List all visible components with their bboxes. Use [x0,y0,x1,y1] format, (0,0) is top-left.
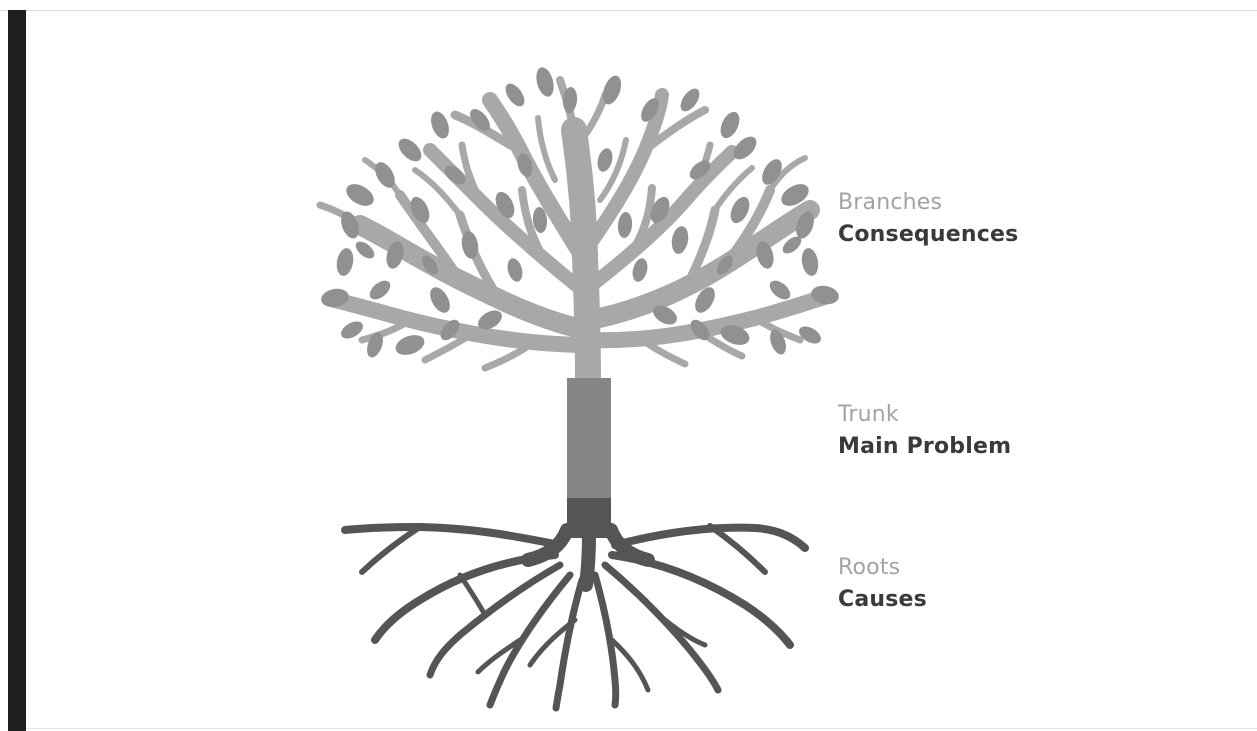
left-edge-bar [8,10,26,731]
roots-label: Roots Causes [838,553,927,617]
bottom-divider [26,728,1257,729]
trunk-meaning: Main Problem [838,434,1012,459]
top-divider [0,10,1257,11]
tree-leaves [321,67,839,358]
trunk-label: Trunk Main Problem [838,400,1011,464]
tree-canopy [316,76,836,393]
branches-label: Branches Consequences [838,188,1018,252]
tree-trunk [567,378,611,538]
roots-meaning: Causes [838,587,927,612]
tree-roots [341,523,809,712]
branches-title: Branches [838,190,943,215]
roots-title: Roots [838,555,901,580]
trunk-title: Trunk [838,402,899,427]
branches-meaning: Consequences [838,222,1019,247]
